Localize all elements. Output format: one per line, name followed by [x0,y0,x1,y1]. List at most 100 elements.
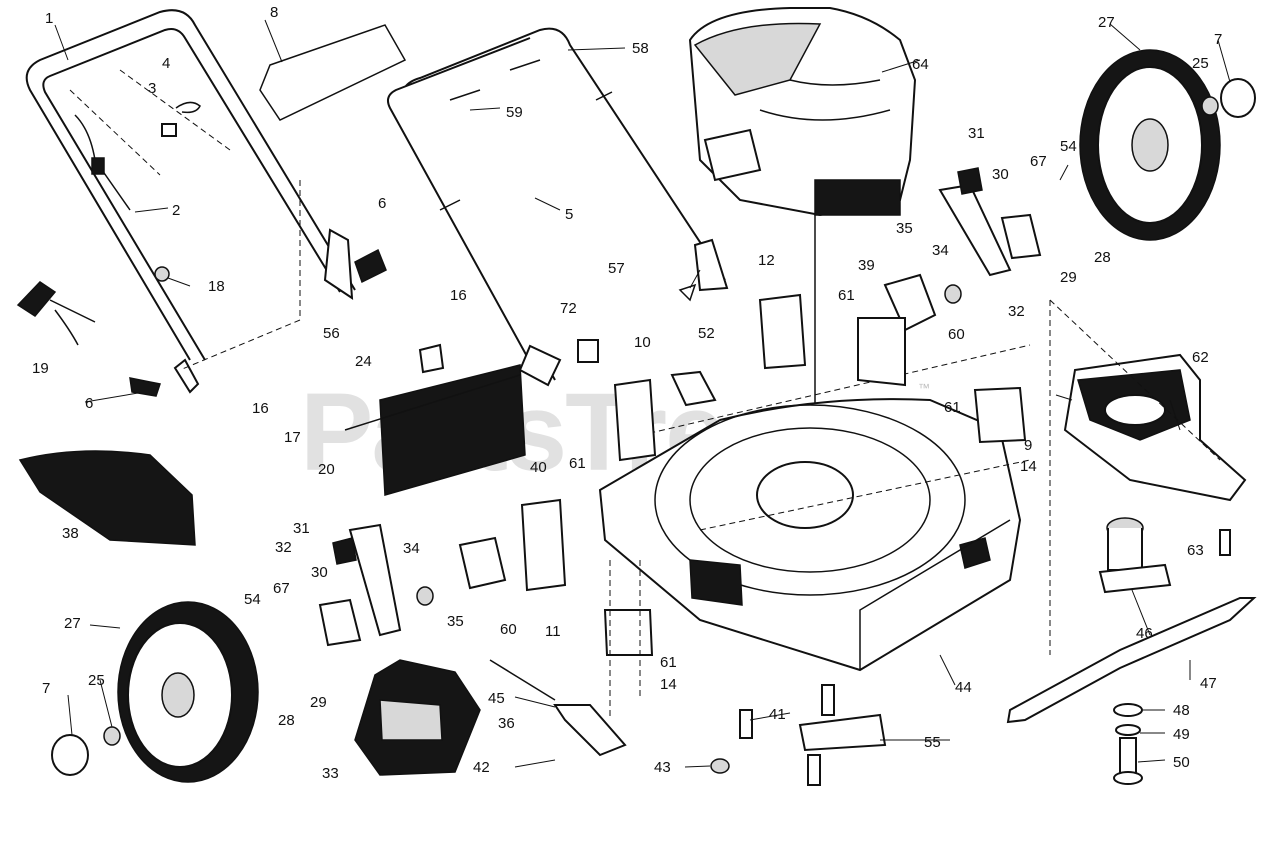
blade-washers[interactable] [1113,703,1143,785]
screw-41[interactable] [739,684,835,786]
callout-45: 45 [488,690,505,707]
pivot-plate-35-right[interactable] [883,273,937,332]
callout-42: 42 [473,759,490,776]
wheel-nut-25-right[interactable] [1201,96,1219,116]
control-cable[interactable] [74,114,131,211]
blade-47[interactable] [1006,597,1257,724]
callout-9: 9 [1024,437,1032,454]
engine-cooling-fins [814,179,901,216]
cable-clip [91,157,105,175]
callout-48: 48 [1173,702,1190,719]
cable-tie-57[interactable] [678,283,697,302]
knob-31-left[interactable] [332,537,357,565]
rear-discharge-chute[interactable] [1063,353,1247,502]
callout-36: 36 [498,715,515,732]
callout-30-left: 30 [311,564,328,581]
spacer-34-left[interactable] [416,586,434,606]
handle-knob-6-right[interactable] [354,248,387,284]
callout-12: 12 [758,252,775,269]
callout-33: 33 [322,765,339,782]
callout-11: 11 [545,623,561,640]
callout-67-right: 67 [1030,153,1047,170]
callout-31-right: 31 [968,125,985,142]
rear-flap-38[interactable] [18,450,196,546]
wheel-nut-25-left[interactable] [103,726,121,746]
callout-60-left: 60 [500,621,517,638]
upper-handle[interactable] [25,9,356,394]
callout-16-upper: 16 [450,287,467,304]
height-lever-30-right[interactable] [1000,213,1042,260]
callout-34-right: 34 [932,242,949,259]
handle-bolt-59[interactable] [449,59,541,101]
callout-60-right: 60 [948,326,965,343]
deck-discharge-port [689,559,743,606]
lower-handle[interactable] [387,27,729,387]
spacer-18[interactable] [154,266,170,282]
callout-43: 43 [654,759,671,776]
callout-leaders [54,19,1231,768]
height-bar-36[interactable] [489,659,627,757]
handle-knob-lower-left[interactable] [129,377,161,397]
front-left-wheel[interactable] [117,601,259,783]
callout-19: 19 [32,360,49,377]
callout-44: 44 [955,679,972,696]
bracket-10[interactable] [613,378,657,462]
callout-47: 47 [1200,675,1217,692]
baffle-55[interactable] [798,713,887,752]
height-lever-30-left[interactable] [318,598,362,647]
rear-right-wheel[interactable] [1079,49,1221,241]
callout-1: 1 [45,10,53,27]
mower-deck[interactable] [598,398,1022,672]
callout-62: 62 [1192,349,1209,366]
callout-35-left: 35 [447,613,464,630]
spacer-34-right[interactable] [944,284,962,304]
bracket-11[interactable] [603,609,654,656]
callout-38: 38 [62,525,79,542]
callout-72: 72 [560,300,577,317]
pivot-plate-35-left[interactable] [458,536,507,590]
plate-52[interactable] [670,370,717,407]
callout-27-left: 27 [64,615,81,632]
callout-32-right: 32 [1008,303,1025,320]
deck-dash-outline [619,344,1031,531]
callout-58: 58 [632,40,649,57]
wing-nut-knob[interactable] [16,281,96,346]
callout-14-left: 14 [660,676,677,693]
bolt-and-hook[interactable] [161,101,201,137]
callout-4: 4 [162,55,170,72]
callout-54-left: 54 [244,591,261,608]
nut-43[interactable] [710,758,730,774]
rod-bracket-24[interactable] [418,343,445,374]
bracket-12[interactable] [758,293,807,370]
callout-32-left: 32 [275,539,292,556]
callout-49: 49 [1173,726,1190,743]
callout-labels: 1 2 3 4 5 6 6 7 7 8 9 10 11 12 14 14 16 … [32,4,1222,782]
bracket-32-left[interactable] [348,523,402,637]
knob-31-right[interactable] [957,167,983,195]
bracket-9[interactable] [973,386,1027,444]
bracket-40[interactable] [520,498,567,592]
callout-17: 17 [284,429,301,446]
blade-adapter-46[interactable] [1098,517,1172,594]
bracket-32-right[interactable] [938,183,1012,277]
callout-61-right: 61 [944,399,961,416]
bracket-72[interactable] [577,339,599,363]
callout-3: 3 [148,80,156,97]
callout-39: 39 [858,257,875,274]
callout-5: 5 [565,206,573,223]
callout-31-left: 31 [293,520,310,537]
bracket-39[interactable] [857,317,906,387]
wheel-cap-7-left[interactable] [51,734,89,776]
engine[interactable] [688,7,917,520]
callout-30-right: 30 [992,166,1009,183]
side-discharge-cover-33[interactable] [354,659,481,776]
wheel-cap-7-right[interactable] [1220,78,1256,118]
callout-20: 20 [318,461,335,478]
screw-63[interactable] [1219,529,1231,556]
callout-57: 57 [608,260,625,277]
rear-door-20[interactable] [344,364,526,496]
callout-56: 56 [323,325,340,342]
rope-guide[interactable] [259,24,407,121]
callout-25-right: 25 [1192,55,1209,72]
